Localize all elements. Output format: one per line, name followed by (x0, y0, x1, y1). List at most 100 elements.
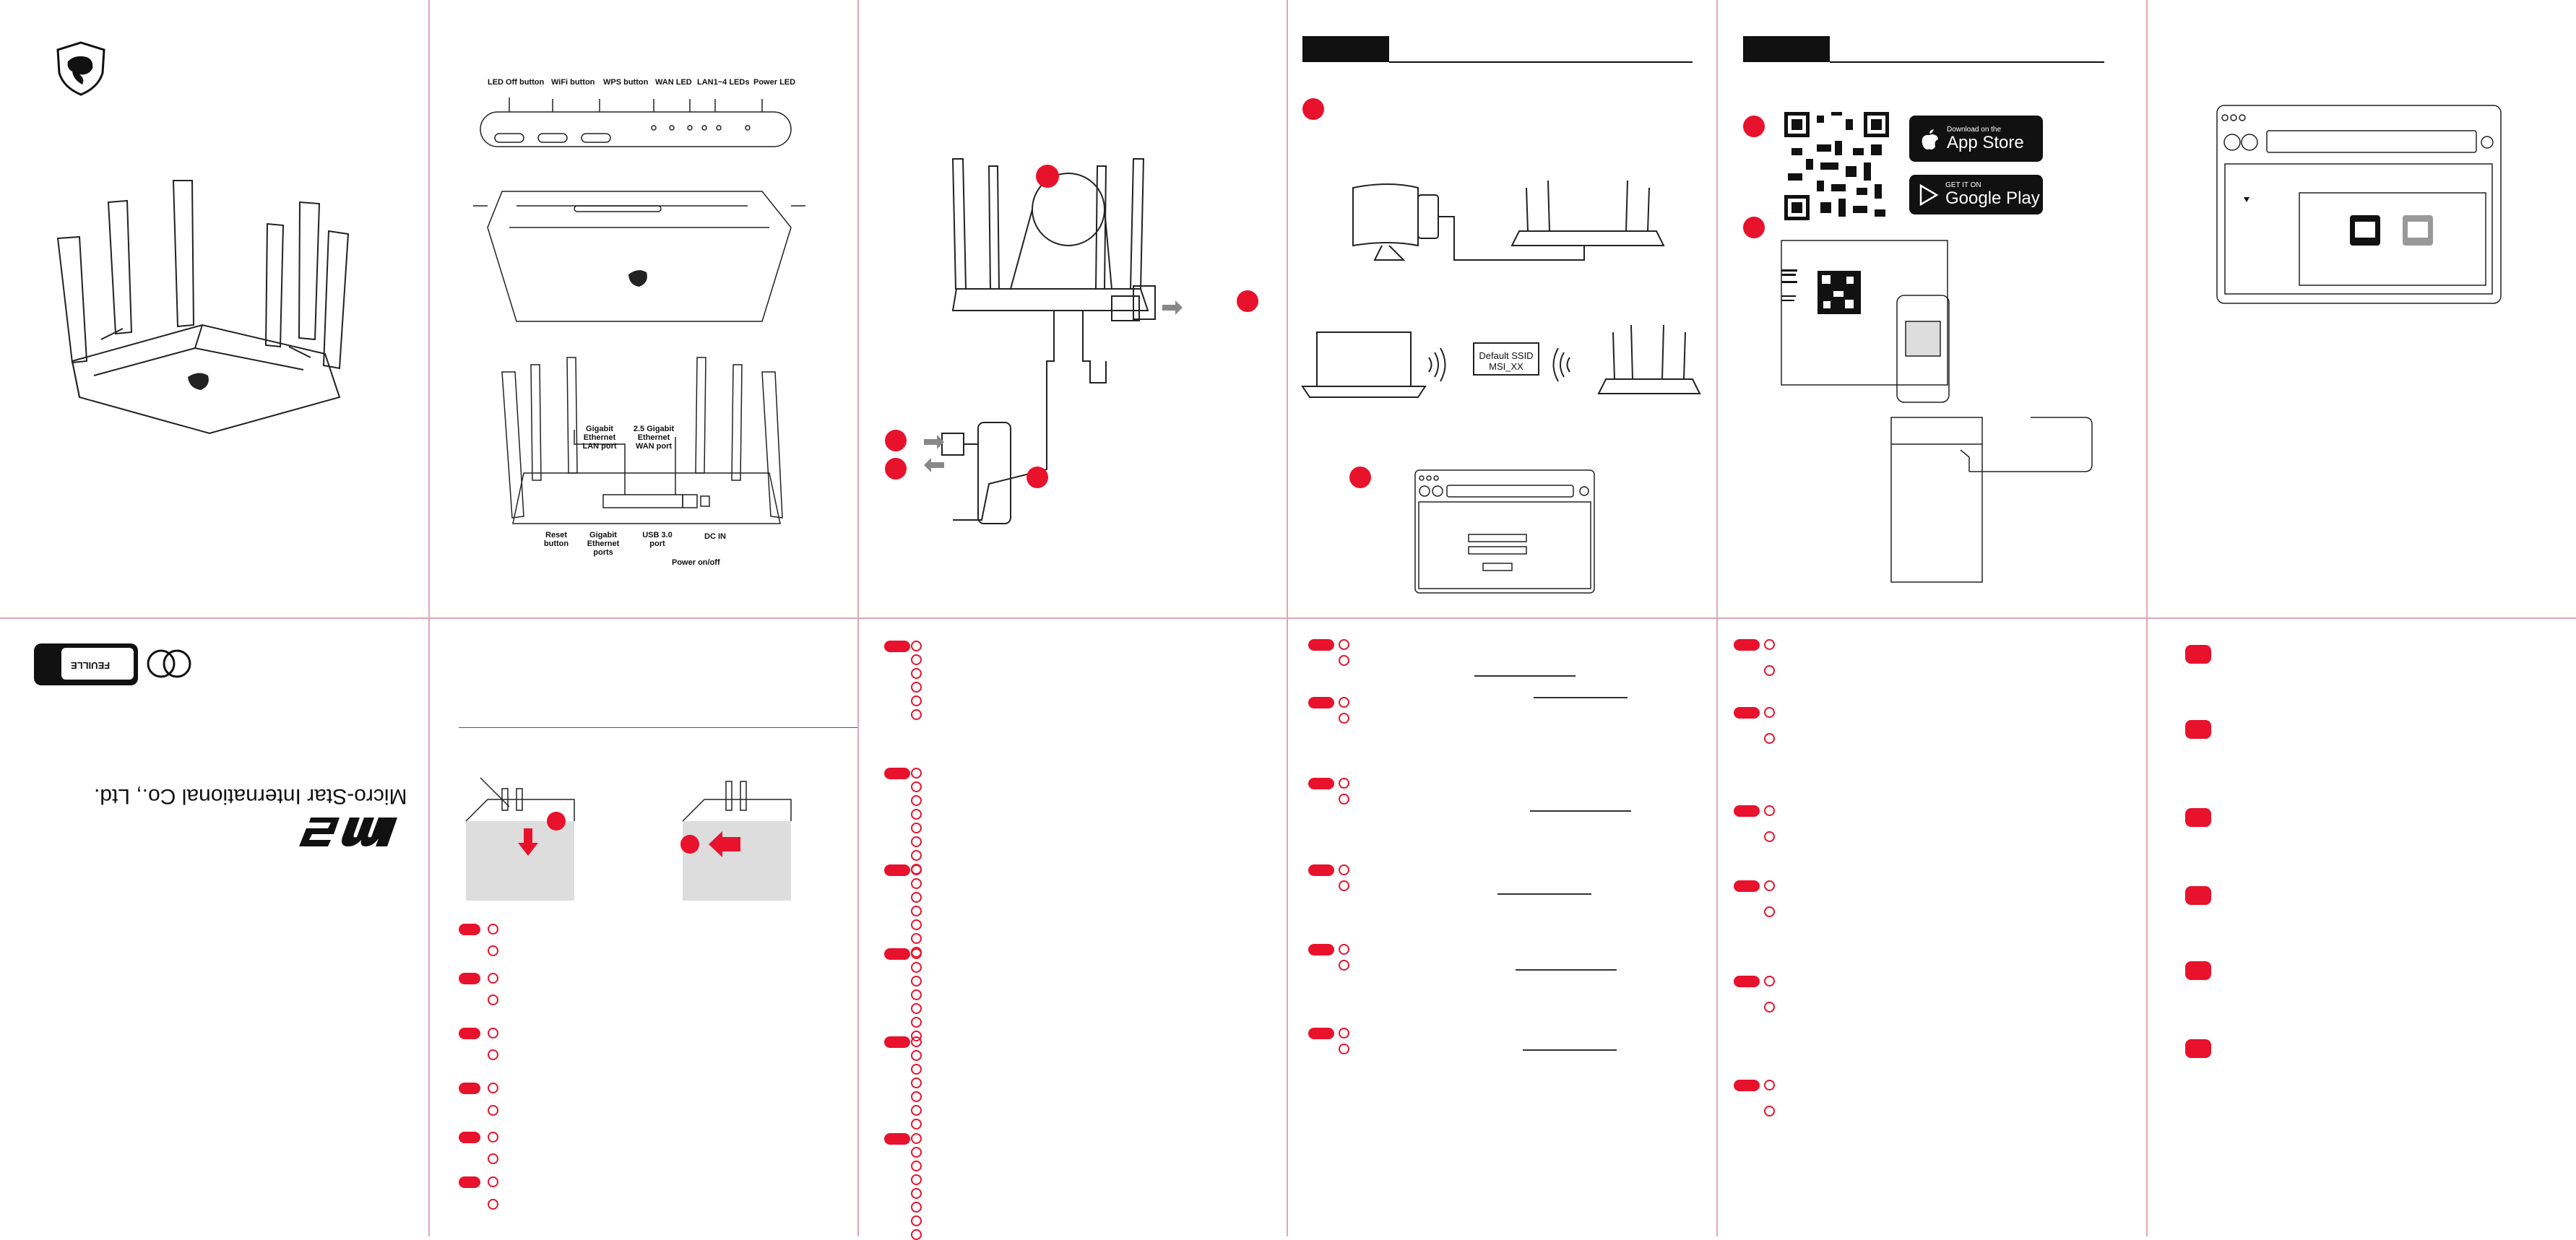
lang-tag (459, 1176, 480, 1188)
bullet (911, 850, 922, 861)
bullet (911, 906, 922, 916)
underline (1534, 697, 1628, 698)
section-rule (459, 727, 857, 728)
instructions-panel-6 (2148, 619, 2576, 1236)
bullet (911, 1215, 922, 1226)
step-marker (1743, 116, 1765, 137)
instructions-panel-3 (859, 619, 1287, 1240)
bullet (911, 836, 922, 847)
bullet (1764, 831, 1775, 842)
bullet (911, 878, 922, 889)
bullet (911, 823, 922, 833)
lang-tag (459, 1028, 480, 1039)
underline (1530, 810, 1631, 812)
bullet (1339, 880, 1349, 891)
bullet (911, 864, 922, 875)
lang-tag (1734, 639, 1760, 651)
bullet (911, 1147, 922, 1158)
bullet (488, 1176, 498, 1187)
lan-leds-label: LAN1~4 LEDs (697, 78, 750, 87)
bullet (1339, 794, 1349, 805)
lang-tag (1308, 639, 1334, 651)
step-marker (1026, 467, 1048, 488)
bullet (911, 1003, 922, 1014)
bullet (911, 1133, 922, 1144)
bullet (1764, 1080, 1775, 1091)
plug-panel (430, 619, 857, 1236)
lang-tag (2185, 961, 2211, 980)
bullet (911, 641, 922, 651)
back-cover-panel: FEUILLE Micro-Star International Co., Lt… (0, 619, 428, 1236)
lang-tag (1308, 1028, 1334, 1039)
hardware-panel: LED Off button WiFi button WPS button WA… (430, 0, 857, 617)
bullet (911, 1202, 922, 1213)
lang-tag (1734, 976, 1760, 987)
lang-tag (2185, 808, 2211, 827)
bullet (488, 1132, 498, 1143)
bullet (911, 976, 922, 987)
browser-wan-diagram (2216, 105, 2502, 304)
msi-shield-icon (56, 41, 105, 96)
plug-diagram-2 (680, 781, 792, 901)
underline (1474, 675, 1576, 677)
lang-tag (459, 924, 480, 935)
bullet (911, 1091, 922, 1102)
bullet (488, 1199, 498, 1210)
wifi-label: WiFi button (551, 78, 595, 87)
step-marker (885, 458, 907, 480)
section-header (1302, 36, 1389, 62)
bullet (488, 1083, 498, 1093)
bullet (911, 933, 922, 944)
bullet (488, 1153, 498, 1164)
lang-tag (1308, 697, 1334, 708)
bullet (911, 1188, 922, 1199)
company-name: Micro-Star International Co., Ltd. (94, 784, 407, 808)
section-header (1743, 36, 1830, 62)
bullet (1764, 1002, 1775, 1013)
app-store-small: Download on the (1947, 125, 2002, 134)
msi-logo (299, 818, 397, 846)
bullet (488, 1105, 498, 1116)
bullet (911, 795, 922, 806)
bullet (1764, 733, 1775, 744)
bullet (911, 948, 922, 959)
lang-tag (2185, 886, 2211, 905)
bullet (911, 1050, 922, 1061)
app-store-big: App Store (1947, 132, 2024, 152)
wireless-setup-diagram (1301, 324, 1701, 398)
lang-tag (459, 1132, 480, 1143)
lang-tag (2185, 645, 2211, 664)
bullet (1764, 1106, 1775, 1117)
lang-tag (884, 641, 910, 652)
lang-tag (1308, 864, 1334, 876)
bullet (911, 668, 922, 679)
bullet (1764, 639, 1775, 650)
instructions-panel-4 (1288, 619, 1716, 1236)
bullet (1339, 713, 1349, 724)
bullet (911, 962, 922, 973)
bullet (911, 1229, 922, 1240)
wps-label: WPS button (603, 78, 649, 87)
bullet (1764, 707, 1775, 718)
scan-qr-diagram (1781, 240, 2093, 583)
wired-setup-diagram (1352, 180, 1665, 261)
power-led-label: Power LED (753, 78, 796, 87)
step-marker (1743, 217, 1765, 238)
bullet (1764, 880, 1775, 891)
bullet (1339, 864, 1349, 875)
play-icon (1919, 183, 1939, 206)
bullet (1764, 665, 1775, 676)
bullet (911, 809, 922, 820)
cover-panel (0, 0, 428, 617)
front-panel-diagram (473, 97, 805, 322)
lang-tag (1734, 1080, 1760, 1091)
lang-tag (459, 973, 480, 984)
bullet (1339, 1044, 1349, 1054)
default-ssid-box: Default SSID MSI_XX (1474, 350, 1539, 372)
